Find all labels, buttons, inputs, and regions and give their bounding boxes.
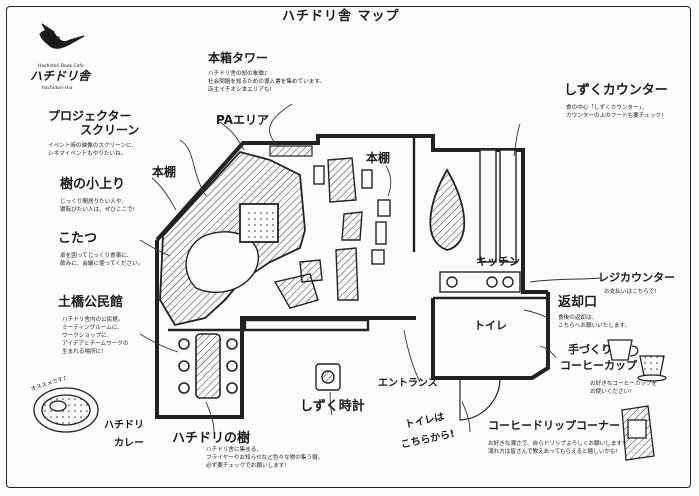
coffee-bag-icon bbox=[621, 405, 655, 461]
label-curry-2: カレー bbox=[114, 438, 144, 449]
desc-return-counter: 食後の返却は、 こちらへお願いいたします。 bbox=[558, 315, 631, 330]
label-coffee-drip: コーヒードリップコーナー bbox=[488, 419, 620, 432]
desc-tsuchihashi: ハチドリ舎内の公民館。 ミーティングルームに、 ワークショップに、 アイデアとチ… bbox=[62, 317, 129, 356]
label-projector-1: プロジェクター bbox=[48, 109, 132, 123]
desc-bookshelf-tower: ハチドリ舎の知の象徴♪ 社会問題を知るための導入書を集めています。 店主イチオシ… bbox=[208, 71, 325, 94]
toilet-door bbox=[459, 377, 501, 421]
map-title: ハチドリ舎 マップ bbox=[274, 9, 408, 25]
label-entrance: エントランス bbox=[378, 378, 438, 389]
bookshelf-tower bbox=[269, 145, 313, 157]
logo-bottom-text: hachidori-sha bbox=[42, 86, 73, 91]
label-shizuku-counter: しずくカウンター bbox=[564, 83, 668, 98]
label-bookshelf-tower: 本箱タワー bbox=[208, 51, 269, 65]
kitchen bbox=[439, 149, 521, 293]
desc-projector: イベント時の映像のスクリーンに、 シネマイベントもやりたいね。 bbox=[48, 143, 138, 158]
label-curry-1: ハチドリ bbox=[104, 420, 144, 431]
desc-tree-rise: じっくり間居りたい人や、 寝転びたい人は、ぜひここで! bbox=[60, 199, 135, 214]
map-frame bbox=[6, 6, 691, 488]
label-toilet: トイレ bbox=[474, 319, 507, 332]
desc-hachidori-tree: ハチドリ舎に集まる、 フライヤーやお知らせなど色々な物の集う樹。 必ず要チェック… bbox=[206, 447, 324, 470]
desc-shizuku-counter: 食の中心「しずくカウンター」。 カウンターの上のフードも要チェック! bbox=[566, 105, 664, 120]
label-projector-2: スクリーン bbox=[80, 123, 140, 137]
clock-icon bbox=[315, 363, 341, 391]
leader-lines bbox=[139, 103, 601, 433]
desc-coffee-drip: お好きな濃さで、自らドリップよろしくお願いします! 滝れ方は皆さんで教えあっても… bbox=[488, 441, 625, 456]
label-handmade-cup-1: 手づくり bbox=[568, 343, 612, 356]
curry-plate-icon bbox=[33, 387, 99, 433]
tsuchihashi-hall bbox=[178, 333, 238, 399]
label-bookshelf-1: 本棚 bbox=[366, 151, 391, 165]
hummingbird-icon bbox=[39, 23, 85, 49]
label-hachidori-tree: ハチドリの樹 bbox=[172, 431, 251, 446]
desc-register: お支払いはこちらで! bbox=[604, 289, 657, 295]
outer-walls bbox=[155, 134, 550, 419]
desc-handmade-cup: お好きなコーヒーカップを お使いください! bbox=[590, 381, 658, 396]
label-handmade-cup-2: コーヒーカップ bbox=[560, 359, 637, 372]
label-pa-area: PAエリア bbox=[216, 113, 269, 127]
logo-name: ハチドリ舎 bbox=[30, 69, 91, 83]
shizuku-counter bbox=[429, 168, 466, 251]
interior-walls bbox=[168, 136, 548, 332]
label-kotatsu: こたつ bbox=[58, 231, 98, 246]
coffee-cup-icon bbox=[607, 339, 667, 382]
label-shizuku-clock: しずく時計 bbox=[300, 399, 365, 414]
label-register: レジカウンター bbox=[598, 271, 675, 284]
label-kitchen: キッチン bbox=[476, 255, 520, 268]
label-bookshelf-2: 本棚 bbox=[152, 165, 177, 179]
label-return-counter: 返却口 bbox=[558, 295, 598, 310]
central-tables bbox=[273, 157, 391, 309]
label-tree-rise: 樹の小上り bbox=[60, 177, 126, 192]
logo-top-text: Hachidori Book Cafe bbox=[38, 64, 84, 69]
desc-kotatsu: 卓を囲ってじっくり食事に、 飲みに、会議に使ってください。 bbox=[60, 253, 144, 268]
label-tsuchihashi: 土橋公民館 bbox=[58, 295, 124, 310]
